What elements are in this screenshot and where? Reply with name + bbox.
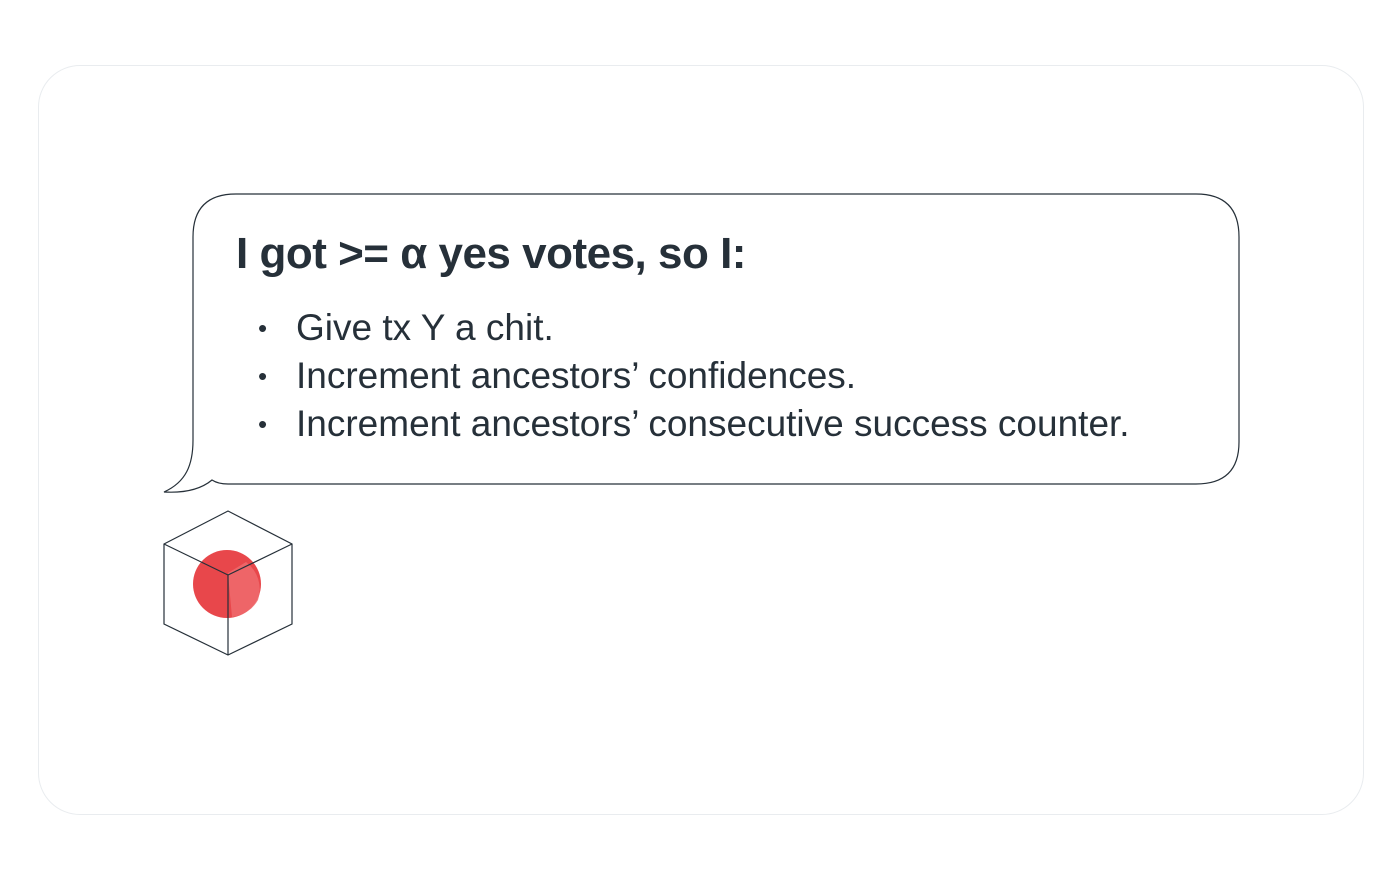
bullet-icon: • (258, 409, 268, 439)
list-item-text: Increment ancestors’ consecutive success… (296, 403, 1130, 444)
list-item: • Increment ancestors’ consecutive succe… (236, 400, 1226, 448)
cube-front-edges (163, 543, 293, 655)
bubble-title: I got >= α yes votes, so I: (236, 229, 746, 278)
list-item-text: Increment ancestors’ confidences. (296, 355, 857, 396)
action-list: • Give tx Y a chit. • Increment ancestor… (236, 304, 1226, 448)
bullet-icon: • (258, 361, 268, 391)
list-item: • Increment ancestors’ confidences. (236, 352, 1226, 400)
cube-with-red-sphere-icon (163, 510, 293, 656)
red-sphere-highlight (228, 562, 260, 617)
bullet-icon: • (258, 313, 268, 343)
list-item: • Give tx Y a chit. (236, 304, 1226, 352)
list-item-text: Give tx Y a chit. (296, 307, 554, 348)
speech-bubble-outline (163, 193, 1240, 493)
speech-bubble: I got >= α yes votes, so I: • Give tx Y … (236, 226, 1226, 448)
